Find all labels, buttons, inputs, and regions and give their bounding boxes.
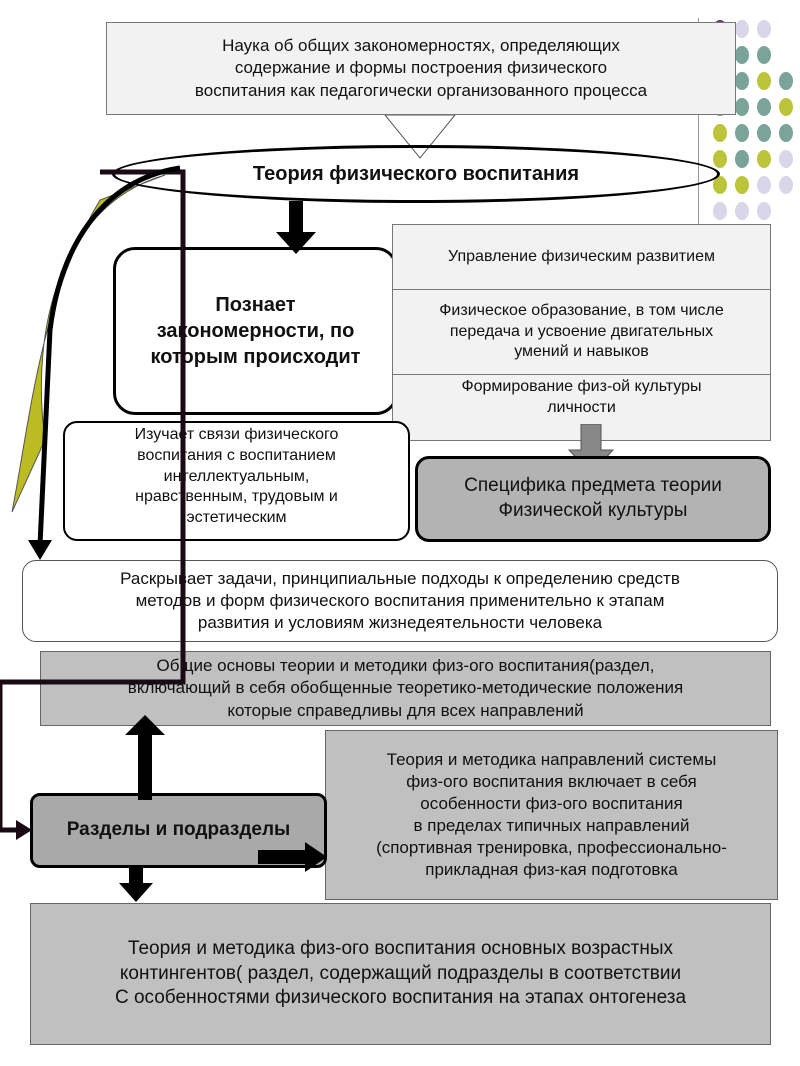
decorative-dot <box>757 20 771 38</box>
decorative-dot <box>735 150 749 168</box>
decorative-dot <box>757 202 771 220</box>
decorative-dot <box>735 176 749 194</box>
science-definition-box: Наука об общих закономерностях, определя… <box>106 22 736 115</box>
decorative-dot <box>735 98 749 116</box>
reveals-tasks-box: Раскрывает задачи, принципиальные подход… <box>22 560 778 642</box>
decorative-dot <box>779 150 793 168</box>
directions-theory-box: Теория и методика направлений системы фи… <box>325 730 778 900</box>
decorative-dot <box>757 150 771 168</box>
decorative-dot <box>779 176 793 194</box>
decorative-dot <box>713 176 727 194</box>
sections-box: Разделы и подразделы <box>30 793 327 868</box>
subject-specifics-text: Специфика предмета теории Физической кул… <box>464 475 722 521</box>
decorative-dot <box>735 72 749 90</box>
decorative-dot <box>779 124 793 142</box>
decorative-dot <box>713 124 727 142</box>
age-contingents-box: Теория и методика физ-ого воспитания осн… <box>30 903 771 1045</box>
studies-links-box: Изучает связи физического воспитания с в… <box>63 421 410 541</box>
subject-specifics-box: Специфика предмета теории Физической кул… <box>415 456 771 542</box>
decorative-dot <box>713 150 727 168</box>
right-list-item-physical-development: Управление физическим развитием <box>393 225 770 290</box>
decorative-dot <box>757 72 771 90</box>
directions-theory-text: Теория и методика направлений системы фи… <box>376 749 727 880</box>
right-list-box: Управление физическим развитием Физическ… <box>392 224 771 441</box>
studies-links-text: Изучает связи физического воспитания с в… <box>134 426 339 527</box>
cognizes-text: Познает закономерности, по которым проис… <box>150 294 361 368</box>
theory-title-ellipse: Теория физического воспитания <box>112 145 720 203</box>
age-contingents-text: Теория и методика физ-ого воспитания осн… <box>114 937 687 1009</box>
right-list-item-physical-education: Физическое образование, в том числе пере… <box>393 290 770 375</box>
theory-title-text: Теория физического воспитания <box>252 163 580 185</box>
decorative-dot <box>735 46 749 64</box>
right-list-item-personal-culture: Формирование физ-ой культуры личности <box>461 378 702 416</box>
decorative-dot <box>757 176 771 194</box>
decorative-dot <box>757 98 771 116</box>
general-bases-text: Общие основы теории и методики физ-ого в… <box>127 656 684 720</box>
decorative-dot <box>735 20 749 38</box>
decorative-dot <box>735 202 749 220</box>
down-arrow-to-age-contingents <box>119 866 153 902</box>
reveals-tasks-text: Раскрывает задачи, принципиальные подход… <box>120 568 680 633</box>
cognizes-box: Познает закономерности, по которым проис… <box>113 247 398 415</box>
science-definition-text: Наука об общих закономерностях, определя… <box>194 36 648 100</box>
decorative-dot <box>735 124 749 142</box>
general-bases-box: Общие основы теории и методики физ-ого в… <box>40 651 771 726</box>
up-arrow-to-general-bases <box>125 715 165 800</box>
decorative-dot <box>757 46 771 64</box>
decorative-dot <box>757 124 771 142</box>
arrowhead-to-reveals <box>28 540 52 560</box>
decorative-dot <box>713 202 727 220</box>
decorative-dot <box>779 72 793 90</box>
sections-text: Разделы и подразделы <box>66 819 291 841</box>
decorative-dot <box>779 98 793 116</box>
